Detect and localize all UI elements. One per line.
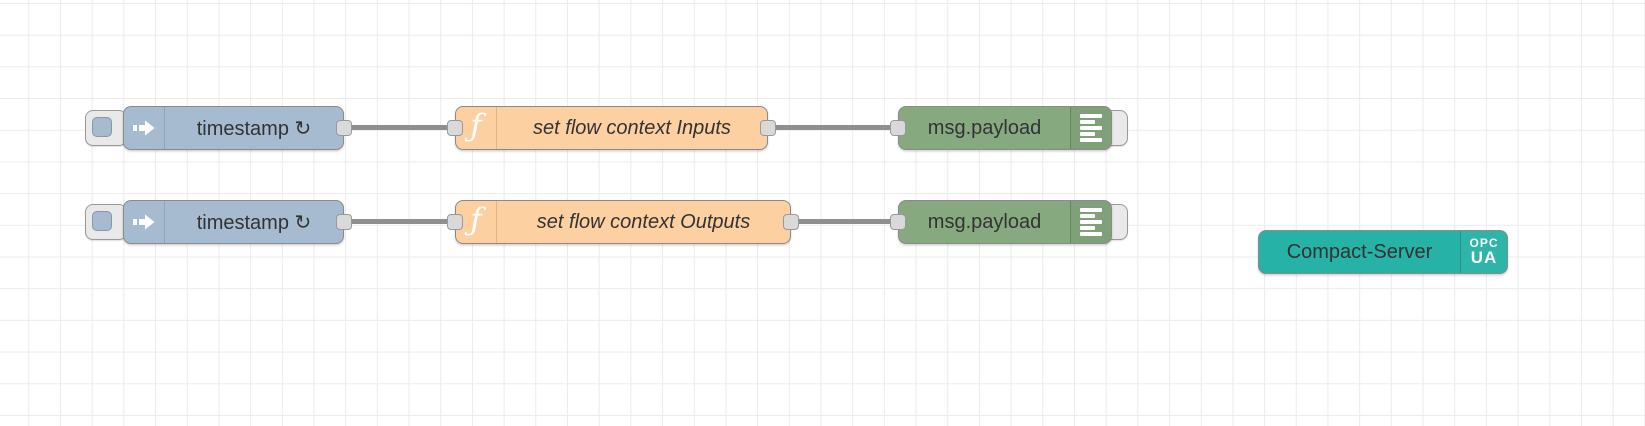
debug-node-2[interactable]: msg.payload [890, 200, 1128, 244]
output-port[interactable] [336, 120, 352, 136]
debug-list-icon [1070, 107, 1111, 149]
opcua-badge-line1: OPC [1469, 235, 1499, 250]
inject-node-1[interactable]: timestamp ↻ [85, 106, 352, 150]
opcua-compact-server-node[interactable]: Compact-Server OPC UA [1258, 230, 1508, 274]
debug-node-1[interactable]: msg.payload [890, 106, 1128, 150]
node-body: msg.payload [898, 106, 1112, 150]
output-port[interactable] [760, 120, 776, 136]
output-port[interactable] [336, 214, 352, 230]
node-body: ƒ set flow context Inputs [455, 106, 768, 150]
input-port[interactable] [447, 214, 463, 230]
inject-button-inner [92, 117, 112, 137]
node-label: msg.payload [927, 116, 1042, 139]
wire-inject2-function2[interactable] [344, 219, 455, 224]
node-label: set flow context Outputs [536, 210, 751, 233]
wire-inject1-function1[interactable] [344, 125, 455, 130]
function-node-2[interactable]: ƒ set flow context Outputs [447, 200, 799, 244]
function-node-1[interactable]: ƒ set flow context Inputs [447, 106, 776, 150]
inject-trigger-button[interactable] [85, 204, 127, 240]
input-port[interactable] [890, 120, 906, 136]
node-label: Compact-Server [1286, 240, 1433, 263]
inject-trigger-button[interactable] [85, 110, 127, 146]
function-f-icon: ƒ [456, 107, 497, 149]
inject-button-inner [92, 211, 112, 231]
node-body: ƒ set flow context Outputs [455, 200, 791, 244]
wire-function1-debug1[interactable] [768, 125, 898, 130]
inject-node-2[interactable]: timestamp ↻ [85, 200, 352, 244]
output-port[interactable] [783, 214, 799, 230]
node-body: Compact-Server OPC UA [1258, 230, 1508, 274]
node-label: timestamp ↻ [196, 117, 312, 140]
node-body: timestamp ↻ [123, 106, 344, 150]
debug-list-icon [1070, 201, 1111, 243]
node-label: set flow context Inputs [533, 116, 731, 139]
opcua-badge-line2: UA [1470, 248, 1498, 268]
opcua-badge: OPC UA [1460, 231, 1507, 273]
node-label: timestamp ↻ [196, 211, 312, 234]
input-port[interactable] [890, 214, 906, 230]
node-body: timestamp ↻ [123, 200, 344, 244]
inject-arrow-icon [124, 201, 165, 243]
inject-arrow-icon [124, 107, 165, 149]
wire-function2-debug2[interactable] [791, 219, 898, 224]
input-port[interactable] [447, 120, 463, 136]
node-body: msg.payload [898, 200, 1112, 244]
function-f-icon: ƒ [456, 201, 497, 243]
node-label: msg.payload [927, 210, 1042, 233]
